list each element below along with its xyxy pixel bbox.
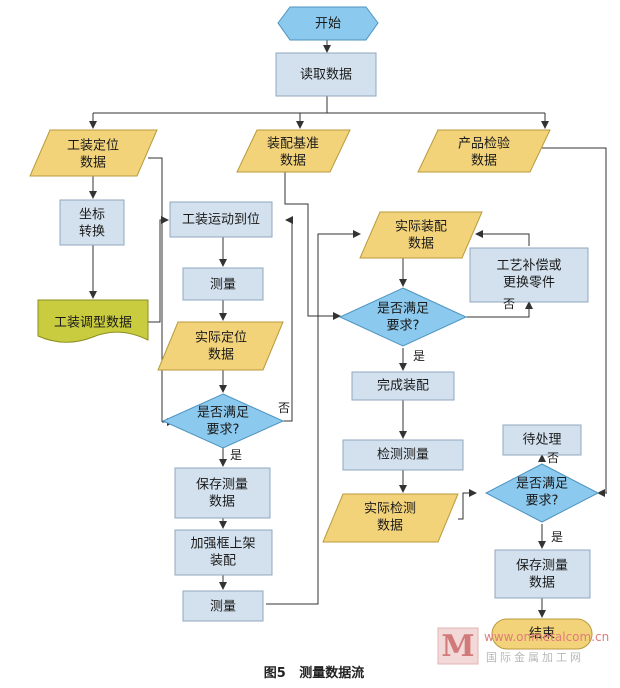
fixture-adjust-label: 工装调型数据: [54, 316, 132, 331]
actual-insp-label: 实际检测数据: [364, 502, 416, 534]
fixture-adjust-document: [37, 299, 149, 343]
coord-transform-label: 坐标转换: [79, 208, 105, 240]
edge-prodinsp-down: [530, 147, 607, 494]
fixture-pos-data: [29, 129, 158, 177]
save-1-label: 保存测量数据: [196, 478, 248, 510]
yes-label-1: 是: [230, 448, 242, 462]
fixture-move-process: [169, 201, 273, 238]
compensate-label: 工艺补偿或更换零件: [496, 259, 561, 291]
yes-label-2: 是: [413, 349, 425, 363]
edge-comp-actualassy: [475, 230, 530, 246]
pending-label: 待处理: [522, 433, 561, 448]
connectors: [89, 40, 607, 618]
inspect-measure-label: 检测测量: [377, 448, 429, 463]
save-2-process: [494, 549, 591, 599]
end-terminator: [491, 618, 593, 650]
start-terminator: [277, 6, 379, 41]
no-label-2: 否: [503, 297, 515, 311]
yes-label-3: 是: [551, 530, 563, 544]
coord-transform-process: [59, 199, 125, 246]
assembly-ref-data: [236, 129, 351, 173]
edge-assyref-meets2: [284, 172, 341, 320]
edge-adjust-move: [148, 216, 169, 323]
watermark-logo-letter: M: [441, 629, 474, 664]
read-data-label: 读取数据: [300, 68, 352, 83]
decision-3-label: 是否满足要求?: [516, 477, 568, 509]
watermark-site: www.onmetalcom.cn: [484, 630, 609, 644]
reinforce-label: 加强框上架装配: [190, 537, 255, 569]
watermark-logo: [437, 627, 479, 665]
no-label-1: 否: [278, 401, 290, 415]
product-insp-data: [417, 129, 551, 173]
actual-pos-data: [157, 321, 284, 371]
edge-measure2-actualassy: [266, 230, 361, 605]
fixture-pos-label: 工装定位数据: [67, 139, 119, 171]
measure-2-process: [182, 590, 264, 622]
edge-meets2-no: [466, 301, 533, 318]
product-insp-label: 产品检验数据: [458, 136, 510, 169]
inspect-measure-process: [342, 439, 464, 471]
pending-process: [502, 424, 582, 456]
actual-assembly-label: 实际装配数据: [395, 220, 447, 252]
assembly-ref-label: 装配基准数据: [267, 137, 319, 169]
actual-pos-label: 实际定位数据: [195, 331, 247, 363]
start-label: 开始: [315, 17, 341, 32]
actual-insp-data: [322, 493, 459, 543]
edge-meets1-no: [282, 216, 293, 422]
watermark-name: 国际金属加工网: [486, 650, 584, 664]
decision-2: [338, 287, 468, 347]
no-label-3: 否: [547, 451, 559, 465]
edge-actualinsp-meets3: [458, 489, 477, 520]
measure-1-process: [182, 267, 264, 301]
read-data-process: [275, 52, 377, 97]
measure-1-label: 测量: [210, 278, 236, 293]
figure-caption: 图5 测量数据流: [264, 665, 365, 681]
decision-1-label: 是否满足要求?: [197, 406, 249, 438]
save-2-label: 保存测量数据: [516, 559, 568, 591]
complete-assembly-label: 完成装配: [377, 379, 429, 394]
measure-2-label: 测量: [210, 600, 236, 615]
decision-2-label: 是否满足要求?: [377, 302, 429, 334]
reinforce-process: [174, 529, 273, 576]
complete-assembly-process: [351, 371, 455, 401]
fixture-move-label: 工装运动到位: [182, 213, 260, 228]
decision-1: [161, 393, 285, 449]
watermark: M www.onmetalcom.cn 国际金属加工网: [437, 627, 609, 665]
actual-assembly-data: [359, 211, 483, 259]
save-1-process: [174, 467, 271, 519]
decision-3: [484, 463, 600, 523]
edge-fixpos-down: [148, 157, 163, 422]
compensate-process: [469, 247, 589, 303]
end-label: 结束: [529, 627, 555, 642]
